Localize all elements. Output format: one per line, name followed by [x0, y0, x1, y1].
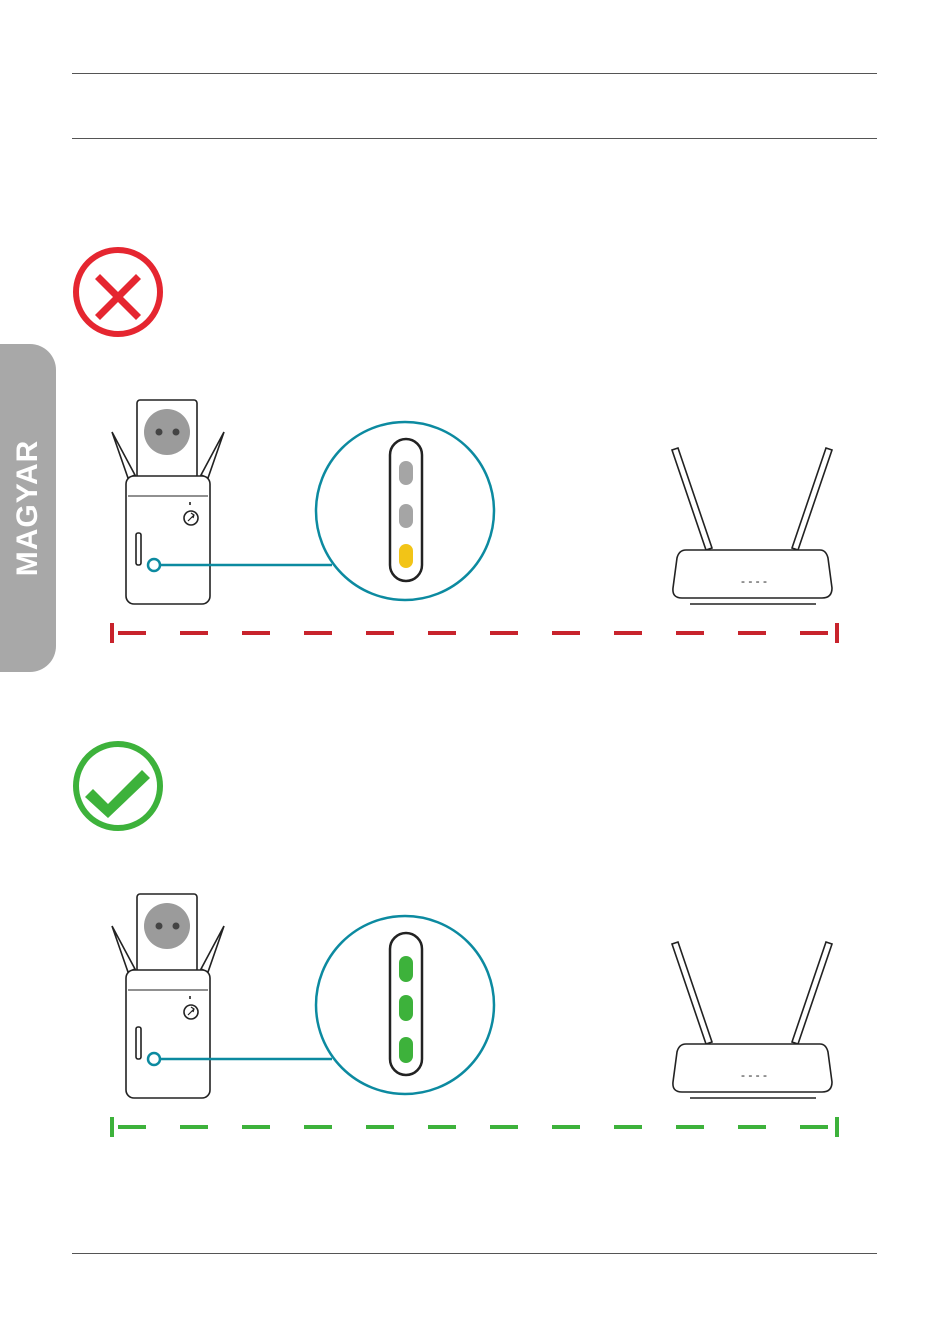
led-3 [399, 1037, 413, 1063]
check-icon [76, 744, 160, 828]
led-3 [399, 544, 413, 568]
power-socket [144, 903, 190, 949]
top-rule [72, 73, 877, 74]
cross-icon [76, 250, 160, 334]
led-2 [399, 504, 413, 528]
placement-panel-correct: - - - - [0, 734, 950, 1154]
led-2 [399, 995, 413, 1021]
led-1 [399, 956, 413, 982]
footer-rule [72, 1253, 877, 1254]
led-1 [399, 461, 413, 485]
range-line [112, 623, 837, 643]
router: - - - - [672, 448, 832, 604]
range-extender [112, 894, 224, 1098]
led-indicators [399, 956, 413, 1063]
header-rule [72, 138, 877, 139]
range-extender [112, 400, 224, 604]
router-status-lights: - - - - [741, 1068, 767, 1082]
router-status-lights: - - - - [741, 574, 767, 588]
power-socket [144, 409, 190, 455]
router: - - - - [672, 942, 832, 1098]
led-indicators [399, 461, 413, 568]
range-line [112, 1117, 837, 1137]
placement-panel-incorrect: - - - - [0, 240, 950, 660]
